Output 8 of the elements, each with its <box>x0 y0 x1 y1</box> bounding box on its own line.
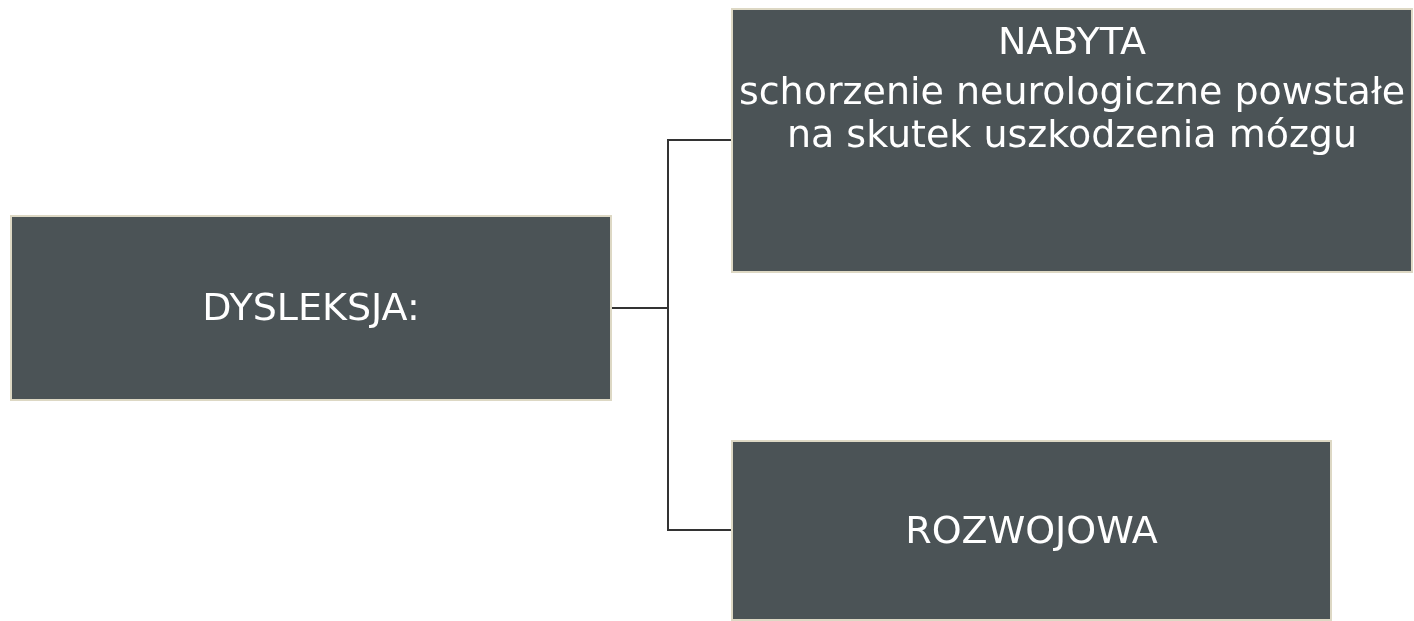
category-box <box>731 440 1332 621</box>
box-description: schorzenie neurologiczne powstałe na skutek uszkodzenia mózgu <box>737 69 1407 158</box>
category-box <box>10 215 612 401</box>
connector-line <box>611 307 732 531</box>
box-heading: DYSLEKSJA: <box>202 286 420 330</box>
box-heading: ROZWOJOWA <box>905 508 1158 553</box>
box-heading: NABYTA <box>998 20 1146 64</box>
category-box <box>731 8 1413 273</box>
